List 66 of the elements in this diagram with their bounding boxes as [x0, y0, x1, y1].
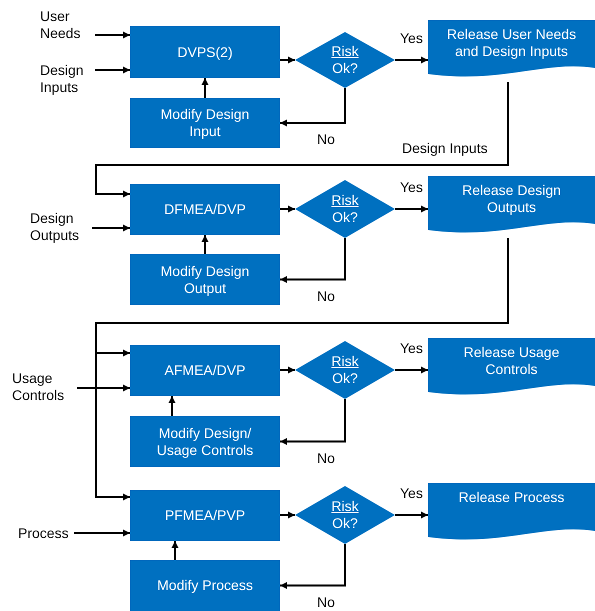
input-label: Design Outputs: [30, 210, 80, 244]
decision-diamond: [295, 341, 395, 399]
arrow: [280, 56, 295, 64]
arrow: [395, 512, 428, 518]
arrow: [280, 544, 346, 589]
arrow: [74, 530, 130, 536]
box-label: Modify Process: [157, 577, 253, 594]
arrow: [395, 366, 428, 374]
process-box: [130, 416, 280, 467]
decision-question: Ok?: [332, 60, 358, 77]
arrow: [280, 206, 295, 212]
decision-diamond: [295, 32, 395, 88]
arrow: [280, 399, 346, 445]
box-label: Release Design Outputs: [461, 182, 562, 216]
arrow: [95, 82, 509, 198]
process-box: [130, 345, 280, 396]
box-label: Modify Design Input: [160, 106, 250, 140]
arrow: [395, 56, 428, 64]
decision-title: Risk: [331, 353, 359, 370]
arrow: [172, 541, 178, 560]
decision-question: Ok?: [332, 370, 358, 387]
arrow: [92, 224, 130, 232]
input-label: Usage Controls: [12, 370, 66, 404]
arrow: [202, 235, 208, 254]
process-box: [130, 98, 280, 148]
box-label: Release Process: [458, 489, 564, 506]
decision-question: Ok?: [332, 209, 358, 226]
box-label: PFMEA/PVP: [164, 507, 246, 524]
input-label: User Needs: [40, 8, 82, 42]
decision-question: Ok?: [332, 515, 358, 532]
decision-title: Risk: [331, 43, 359, 60]
process-box: [130, 184, 280, 235]
arrow: [280, 512, 295, 518]
edge-label: Yes: [398, 485, 425, 501]
box-label: Release User Needs and Design Inputs: [446, 26, 578, 60]
arrow: [77, 384, 130, 392]
box-label: AFMEA/DVP: [164, 362, 246, 379]
edge-label: Yes: [398, 179, 425, 195]
edge-label: No: [315, 131, 337, 147]
arrow: [202, 78, 208, 98]
arrow: [395, 206, 428, 212]
edge-label: Yes: [398, 340, 425, 356]
process-box: [130, 490, 280, 541]
decision-title: Risk: [331, 498, 359, 515]
box-label: Modify Design/ Usage Controls: [156, 424, 254, 458]
arrow: [95, 32, 130, 38]
edge-label: Design Inputs: [400, 140, 490, 156]
box-label: DFMEA/DVP: [164, 201, 246, 218]
box-label: DVPS(2): [177, 44, 233, 60]
arrow: [280, 238, 346, 283]
decision-diamond: [295, 486, 395, 544]
process-box: [130, 560, 280, 611]
input-label: Process: [18, 524, 69, 542]
arrow: [280, 88, 346, 126]
box-label: Modify Design Output: [160, 262, 250, 296]
edge-label: Yes: [398, 30, 425, 46]
arrow: [280, 366, 295, 374]
arrow: [95, 66, 130, 74]
decision-title: Risk: [331, 192, 359, 209]
box-label: Release Usage Controls: [462, 344, 560, 378]
decision-diamond: [295, 180, 395, 238]
process-box: [130, 26, 280, 78]
input-label: Design Inputs: [40, 62, 85, 96]
arrow: [168, 396, 176, 416]
arrow: [95, 238, 509, 500]
process-box: [130, 254, 280, 305]
